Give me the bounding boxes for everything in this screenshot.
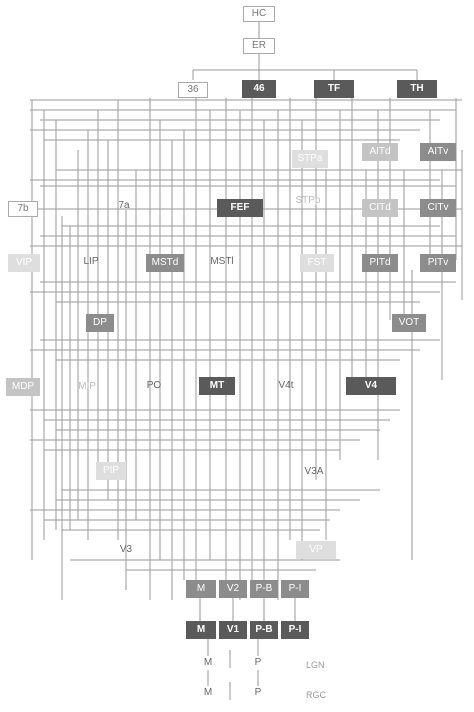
area-lip[interactable]: LIP — [83, 256, 99, 267]
area-v4t[interactable]: V4t — [278, 380, 294, 391]
area-pitv[interactable]: PITv — [420, 254, 456, 272]
area-36[interactable]: 36 — [178, 82, 208, 98]
area-pip[interactable]: PIP — [96, 462, 126, 480]
area-pitd[interactable]: PITd — [362, 254, 398, 272]
area-aitv[interactable]: AITv — [420, 143, 456, 161]
area-mstd[interactable]: MSTd — [146, 254, 184, 272]
area-mip[interactable]: MIP — [78, 381, 96, 392]
lgn-label: LGN — [306, 660, 325, 670]
area-v2-m[interactable]: M — [186, 580, 216, 598]
lgn-m[interactable]: M — [203, 657, 213, 668]
rgc-p[interactable]: P — [254, 687, 262, 698]
area-vip[interactable]: VIP — [8, 254, 40, 272]
area-aitd[interactable]: AITd — [362, 143, 398, 161]
area-v1-pi[interactable]: P-I — [281, 621, 309, 639]
area-v3a[interactable]: V3A — [304, 466, 324, 477]
area-th[interactable]: TH — [397, 80, 437, 98]
area-v3[interactable]: V3 — [119, 544, 133, 555]
area-v2-pi[interactable]: P-I — [281, 580, 309, 598]
area-mdp[interactable]: MDP — [6, 378, 40, 396]
area-46[interactable]: 46 — [242, 80, 276, 98]
area-v2-pb[interactable]: P-B — [250, 580, 278, 598]
area-vp[interactable]: VP — [296, 541, 336, 559]
area-mstl[interactable]: MSTl — [210, 256, 234, 267]
area-hc[interactable]: HC — [243, 6, 275, 22]
area-fef[interactable]: FEF — [217, 199, 263, 217]
rgc-label: RGC — [306, 690, 326, 700]
area-7b[interactable]: 7b — [8, 201, 38, 217]
rgc-m[interactable]: M — [203, 687, 213, 698]
area-er[interactable]: ER — [243, 38, 275, 54]
area-citd[interactable]: CITd — [362, 199, 398, 217]
area-fst[interactable]: FST — [300, 254, 334, 272]
area-stpp[interactable]: STPp — [295, 195, 321, 206]
area-v1-pb[interactable]: P-B — [250, 621, 278, 639]
area-v1-m[interactable]: M — [186, 621, 216, 639]
area-citv[interactable]: CITv — [420, 199, 456, 217]
area-po[interactable]: PO — [146, 380, 162, 391]
area-7a[interactable]: 7a — [118, 200, 130, 211]
lgn-p[interactable]: P — [254, 657, 262, 668]
area-vot[interactable]: VOT — [392, 314, 426, 332]
area-mt[interactable]: MT — [199, 377, 235, 395]
area-v1[interactable]: V1 — [219, 621, 247, 639]
area-v4[interactable]: V4 — [346, 377, 396, 395]
area-v2[interactable]: V2 — [219, 580, 247, 598]
area-stpa[interactable]: STPa — [292, 150, 328, 168]
area-tf[interactable]: TF — [314, 80, 354, 98]
area-dp[interactable]: DP — [86, 314, 114, 332]
